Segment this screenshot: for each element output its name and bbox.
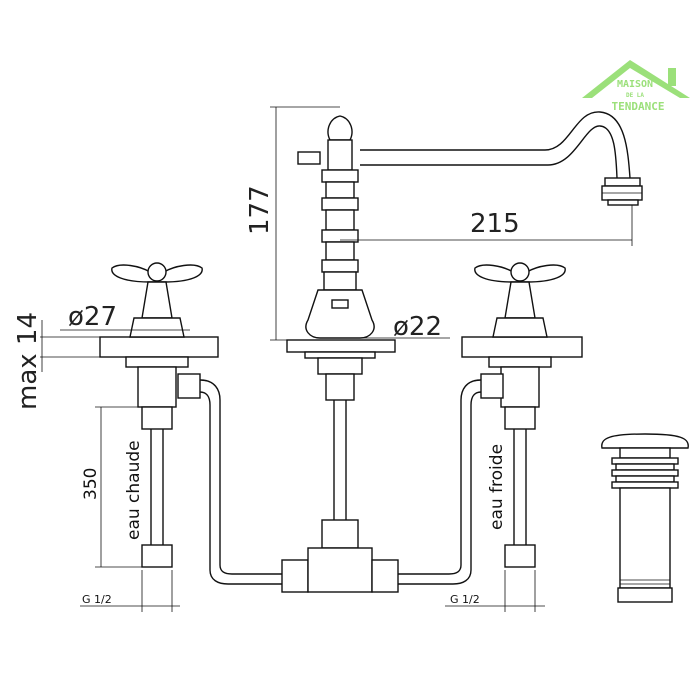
- popup-drain: [601, 433, 689, 603]
- cold-water-label: eau froide: [487, 444, 507, 530]
- spout-diameter-dimension: ø22: [393, 312, 442, 342]
- hose-length-dimension: 350: [81, 468, 101, 500]
- logo-text-de-la: DE LA: [626, 92, 644, 99]
- height-dimension: 177: [245, 185, 275, 235]
- logo-text-tendance: TENDANCE: [612, 100, 665, 113]
- max-thickness-dimension: max 14: [13, 312, 43, 410]
- handle-diameter-dimension: ø27: [68, 302, 117, 332]
- connection-hoses: [199, 379, 482, 593]
- brand-logo: MAISON DE LA TENDANCE: [582, 60, 690, 113]
- reach-dimension: 215: [470, 209, 520, 239]
- central-body: [304, 115, 376, 549]
- hot-water-label: eau chaude: [124, 440, 144, 540]
- dimension-lines: [40, 106, 633, 612]
- hot-water-valve: [111, 262, 203, 568]
- spout: [297, 111, 643, 206]
- cold-water-valve: [474, 262, 566, 568]
- logo-text-maison: MAISON: [617, 79, 653, 90]
- thread-right-label: G 1/2: [450, 593, 480, 606]
- thread-left-label: G 1/2: [82, 593, 112, 606]
